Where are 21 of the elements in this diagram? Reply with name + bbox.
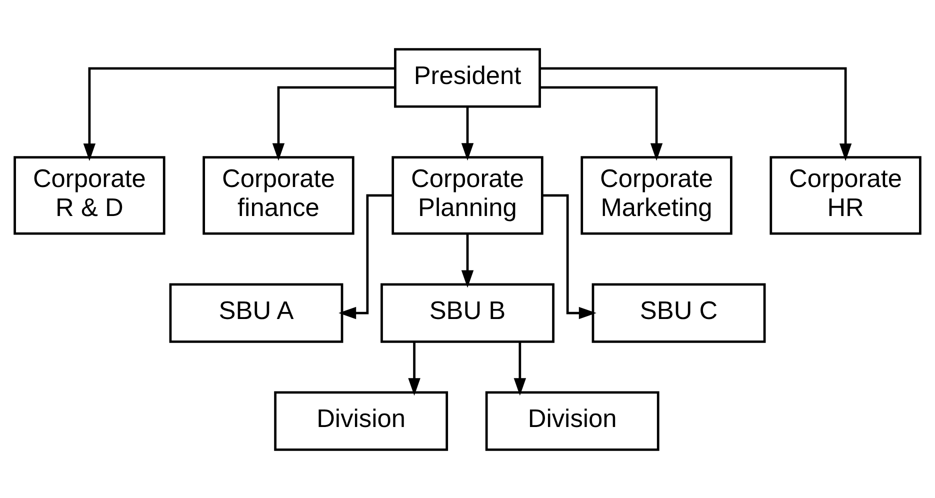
arrow (83, 66, 396, 160)
node-box: President (394, 48, 541, 108)
arrow (540, 66, 852, 160)
node-box: Corporate Planning (392, 156, 544, 234)
arrow (338, 194, 393, 319)
node-box: SBU A (169, 282, 344, 342)
node-box: SBU C (592, 282, 766, 342)
arrow (540, 86, 663, 160)
node-box: Corporate finance (202, 156, 354, 234)
arrow (461, 233, 474, 288)
arrow (514, 341, 526, 396)
node-box: Corporate R & D (14, 156, 166, 234)
arrow (272, 86, 395, 160)
node-box: Corporate HR (770, 156, 922, 234)
arrow (542, 194, 596, 319)
node-box: Division (485, 390, 660, 450)
arrow (408, 341, 420, 396)
node-box: Corporate Marketing (580, 156, 732, 234)
arrow (461, 106, 474, 160)
node-box: SBU B (380, 282, 554, 342)
node-box: Division (274, 390, 448, 450)
